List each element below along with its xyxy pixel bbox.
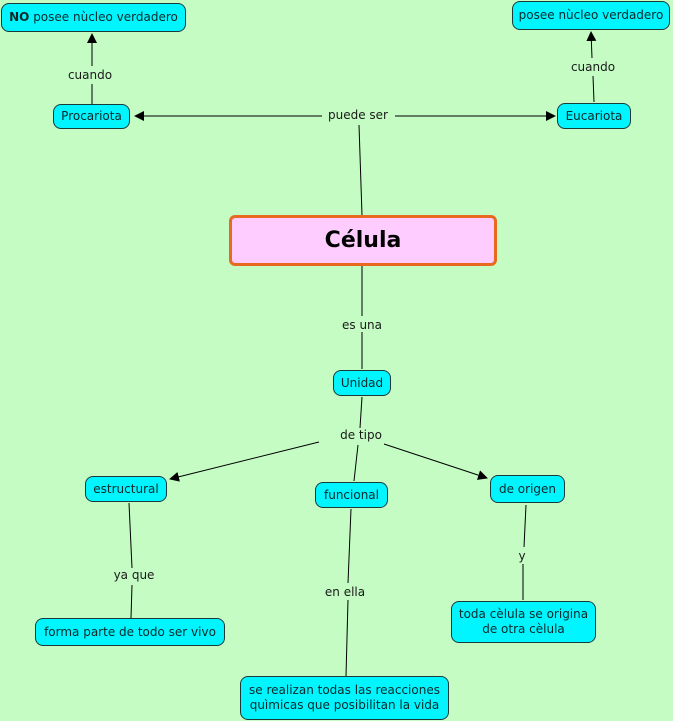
link-cuando-right: cuando bbox=[567, 60, 619, 74]
estructural-text: estructural bbox=[93, 481, 159, 496]
si-nucleo-text: posee nùcleo verdadero bbox=[518, 8, 664, 22]
line-celula-puede-ser bbox=[358, 124, 363, 216]
line-unidad-de-tipo bbox=[359, 396, 363, 429]
concept-origina[interactable]: toda cèlula se origina de otra cèlula bbox=[451, 601, 596, 643]
line-estructural-ya-que bbox=[128, 502, 133, 569]
no-nucleo-text: posee nùcleo verdadero bbox=[29, 10, 178, 24]
arrow-to-origen bbox=[383, 443, 488, 480]
link-ya-que: ya que bbox=[110, 568, 158, 582]
line-funcional-en-ella bbox=[347, 508, 352, 584]
forma-parte-text: forma parte de todo ser vivo bbox=[44, 624, 216, 639]
concept-unidad[interactable]: Unidad bbox=[333, 370, 391, 396]
reacciones-line-2: quìmicas que posibilitan la vida bbox=[249, 698, 440, 712]
line-eucariota-cuando bbox=[592, 75, 595, 103]
reacciones-line-1: se realizan todas las reacciones bbox=[249, 683, 440, 697]
concept-celula[interactable]: Célula bbox=[229, 215, 497, 266]
concept-eucariota[interactable]: Eucariota bbox=[557, 103, 631, 129]
concept-de-origen[interactable]: de origen bbox=[490, 475, 565, 503]
concept-estructural[interactable]: estructural bbox=[85, 476, 167, 502]
origina-line-1: toda cèlula se origina bbox=[458, 607, 589, 621]
link-de-tipo: de tipo bbox=[337, 428, 385, 442]
line-origen-y bbox=[523, 504, 527, 548]
concept-no-nucleo[interactable]: NO posee nùcleo verdadero bbox=[1, 3, 186, 32]
link-y: y bbox=[515, 549, 529, 563]
link-es-una: es una bbox=[338, 318, 386, 332]
arrow-to-si-nucleo bbox=[586, 31, 597, 59]
line-de-tipo-funcional bbox=[353, 444, 359, 482]
celula-text: Célula bbox=[324, 228, 402, 253]
line-en-ella-reacciones bbox=[345, 599, 349, 677]
line-ya-que-forma bbox=[130, 584, 133, 619]
link-en-ella: en ella bbox=[321, 585, 369, 599]
procariota-text: Procariota bbox=[61, 109, 122, 123]
concept-si-nucleo[interactable]: posee nùcleo verdadero bbox=[512, 1, 670, 30]
de-origen-text: de origen bbox=[498, 481, 557, 496]
link-puede-ser: puede ser bbox=[325, 108, 391, 122]
link-cuando-left: cuando bbox=[64, 68, 116, 82]
eucariota-text: Eucariota bbox=[565, 108, 623, 123]
funcional-text: funcional bbox=[323, 487, 379, 502]
concept-reacciones[interactable]: se realizan todas las reacciones quìmica… bbox=[240, 676, 449, 720]
origina-line-2: de otra cèlula bbox=[482, 622, 565, 636]
concept-funcional[interactable]: funcional bbox=[315, 482, 388, 508]
arrow-to-estructural bbox=[169, 441, 320, 482]
concept-forma-parte[interactable]: forma parte de todo ser vivo bbox=[35, 618, 225, 646]
concept-procariota[interactable]: Procariota bbox=[53, 104, 130, 129]
unidad-text: Unidad bbox=[340, 375, 384, 390]
no-emphasis: NO bbox=[9, 10, 30, 24]
